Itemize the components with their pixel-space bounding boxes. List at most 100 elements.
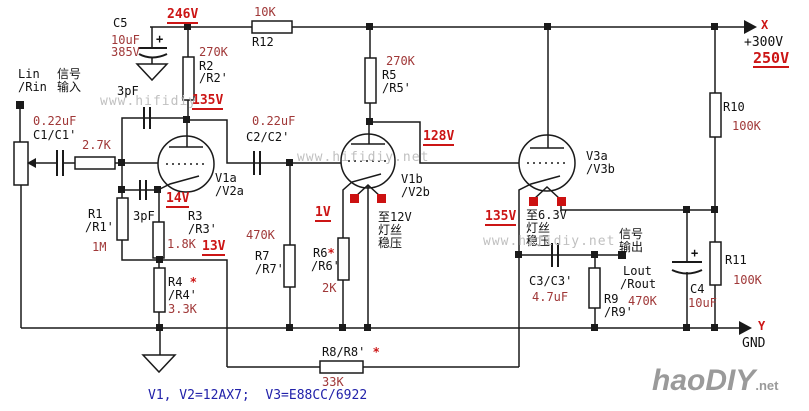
label-input-line2: /Rin: [18, 80, 47, 94]
label-r10-value: 100K: [732, 119, 761, 133]
label-c5-value: 10uF: [111, 33, 140, 47]
wire-c2-coupling: [188, 119, 341, 164]
label-input-line1: Lin: [18, 67, 40, 81]
label-r2-ref2: /R2': [199, 71, 228, 85]
label-r4-ref1: R4 *: [168, 275, 197, 289]
label-r5-value: 270K: [386, 54, 415, 68]
label-r5-ref1: R5: [382, 68, 397, 82]
label-r4-value: 3.3K: [168, 302, 197, 316]
label-v1a-line1: V1a: [215, 171, 237, 185]
label-r6-ref1: R6*: [313, 246, 335, 260]
label-heater63-line2: 灯丝: [526, 221, 551, 235]
filament-terminal-v3-left: [529, 197, 538, 206]
label-r12-ref: R12: [252, 35, 274, 49]
label-c3-ref: C3/C3': [529, 274, 573, 288]
label-heater12-line1: 至12V: [378, 210, 412, 224]
label-r2-ref1: R2: [199, 59, 214, 73]
label-r8-value: 33K: [322, 375, 344, 389]
r4-star: *: [189, 275, 197, 289]
resistor-r10-body: [709, 92, 722, 138]
label-heater63-line3: 稳压: [526, 234, 551, 248]
rail-arrow-x: [744, 20, 757, 34]
resistor-grid-stopper-body: [74, 156, 116, 170]
label-heater12-line3: 稳压: [378, 236, 403, 250]
cap-c3-plates: [551, 243, 559, 267]
label-r3-ref1: R3: [188, 209, 203, 223]
wire-v3-plate: [530, 27, 564, 149]
label-comp-cap1-value: 3pF: [117, 84, 139, 98]
label-r9-ref1: R9: [604, 292, 619, 306]
resistor-r3-body: [152, 221, 165, 259]
watermark-2: www.hifidiy.net: [297, 150, 430, 165]
label-r1-value: 1M: [92, 240, 107, 254]
label-r1-ref2: /R1': [85, 220, 114, 234]
label-r6-value: 2K: [322, 281, 337, 295]
label-r10-ref: R10: [723, 100, 745, 114]
resistor-r2-body: [182, 56, 195, 101]
label-r7-ref2: /R7': [255, 262, 284, 276]
label-c4-plus: +: [691, 246, 699, 260]
resistor-r6-body: [337, 237, 350, 281]
label-c5-rating: 385V: [111, 45, 140, 59]
label-r7-ref1: R7: [255, 249, 270, 263]
label-input-cn1: 信号: [57, 67, 82, 81]
label-terminal-x: X: [761, 18, 769, 32]
label-v1a-line2: /V2a: [215, 184, 244, 198]
voltage-135v-stage1: 135V: [192, 93, 224, 110]
label-heater63-line1: 至6.3V: [526, 208, 567, 222]
filament-terminal-v3-right: [557, 197, 566, 206]
wire-feedback-left: [160, 259, 228, 367]
label-r8-ref: R8/R8' *: [322, 345, 380, 359]
filament-terminal-v1b-right: [377, 194, 386, 203]
label-comp-cap2-value: 3pF: [133, 209, 155, 223]
resistor-r8-body: [319, 360, 364, 374]
wire-v1a-plate: [169, 120, 203, 148]
resistor-r12-body: [251, 20, 293, 34]
wire-direct-coupling: [370, 121, 519, 164]
label-c2-ref: C2/C2': [246, 130, 290, 144]
resistor-r11-body: [709, 241, 722, 286]
voltage-1v: 1V: [315, 205, 331, 222]
wire-v3-cathode: [518, 175, 561, 367]
tube-v3-envelope: [518, 134, 576, 192]
filament-terminal-v1b-left: [350, 194, 359, 203]
r6-star: *: [327, 246, 335, 260]
wire-comp-cap1: [121, 117, 187, 163]
label-r9-value: 470K: [628, 294, 657, 308]
voltage-246v: 246V: [167, 7, 199, 24]
wire-v1b-filament: [354, 183, 382, 328]
ground-arrow-y: [739, 321, 752, 335]
output-terminal: [618, 251, 626, 259]
label-c1-ref: C1/C1': [33, 128, 77, 142]
label-c2-value: 0.22uF: [252, 114, 296, 128]
label-output-line1: Lout: [623, 264, 652, 278]
voltage-128v: 128V: [423, 129, 455, 146]
label-c1-value: 0.22uF: [33, 114, 77, 128]
pot-wiper-arrow: [27, 158, 36, 168]
label-input-cn2: 输入: [57, 80, 82, 94]
label-r2-value: 270K: [199, 45, 228, 59]
voltage-13v: 13V: [202, 239, 226, 256]
resistor-r7-body: [283, 244, 296, 288]
label-r9-ref2: /R9': [604, 305, 633, 319]
resistor-r5-body: [364, 57, 377, 104]
cap-c5-plate-neg: [138, 53, 168, 59]
label-r6-ref2: /R6': [311, 259, 340, 273]
label-grid-stopper-value: 2.7K: [82, 138, 111, 152]
label-output-line2: /Rout: [620, 277, 657, 291]
label-r11-value: 100K: [733, 273, 762, 287]
voltage-135v-stage3: 135V: [485, 209, 517, 226]
cap-c4-plate-neg: [671, 269, 703, 275]
r8-star: *: [372, 345, 380, 359]
resistor-r1-body: [116, 197, 129, 241]
resistor-r4-body: [153, 267, 166, 313]
watermark-haodiy-logo: haoDIY.net: [652, 364, 779, 397]
label-output-cn1: 信号: [619, 227, 644, 241]
potentiometer-body: [13, 141, 29, 186]
label-r3-ref2: /R3': [188, 222, 217, 236]
label-r1-ref1: R1: [88, 207, 103, 221]
cap-comp2-plates: [139, 180, 147, 200]
label-r5-ref2: /R5': [382, 81, 411, 95]
